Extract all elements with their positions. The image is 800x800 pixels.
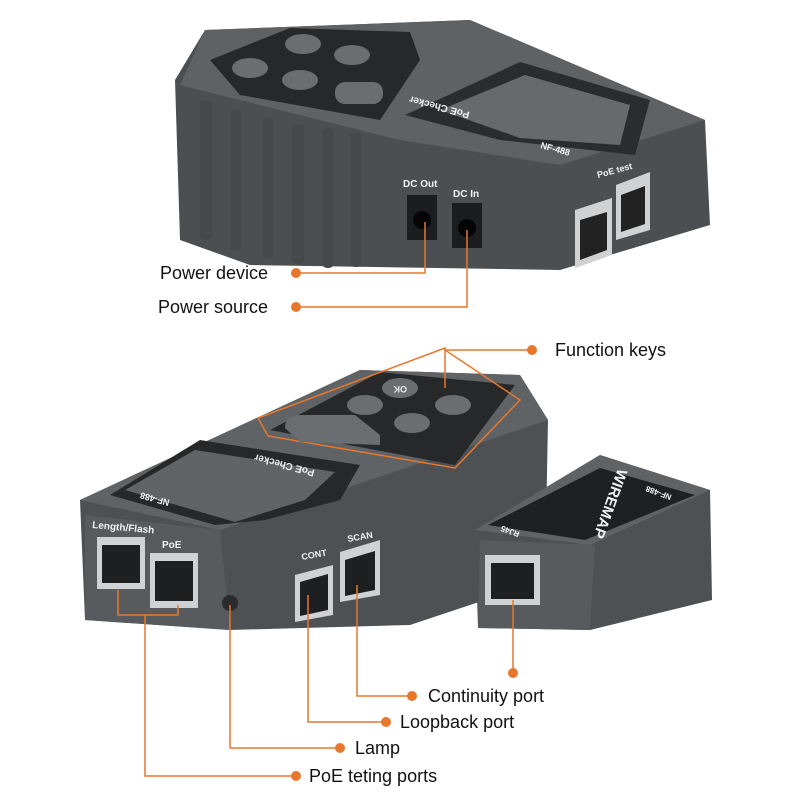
key-back[interactable]: [285, 34, 321, 54]
cont-label: CONT: [301, 548, 328, 562]
remote-label-panel: [488, 468, 695, 540]
key-ok[interactable]: [232, 58, 268, 78]
callout-lines: [117, 222, 532, 777]
lamp: [222, 595, 238, 611]
bottom-device: OK NF-488 PoE Checker Length/Flash PoE C…: [80, 346, 548, 630]
scan-label: SCAN: [347, 530, 374, 544]
key-ok-label: OK: [393, 384, 407, 394]
callout-power-source: Power source: [158, 297, 269, 317]
function-keys-highlight: [256, 346, 522, 469]
callout-power-device: Power device: [160, 263, 269, 283]
key-up[interactable]: [334, 45, 370, 65]
key-down[interactable]: [394, 413, 430, 433]
bottom-screen: [125, 450, 335, 522]
callout-lamp: Lamp: [355, 738, 401, 758]
key-down[interactable]: [282, 70, 318, 90]
callout-loopback-port: Loopback port: [400, 712, 515, 732]
callout-function-keys: Function keys: [555, 340, 667, 360]
callout-poe-ports: PoE teting ports: [309, 766, 438, 786]
key-left[interactable]: [347, 395, 383, 415]
dc-out-label: DC Out: [403, 179, 438, 190]
top-device: NF-488 PoE Checker DC Out DC In PoE test: [175, 20, 710, 270]
top-screen: [440, 75, 630, 145]
key-power[interactable]: [335, 82, 383, 104]
key-ok[interactable]: [382, 378, 418, 398]
length-flash-label: Length/Flash: [92, 520, 155, 536]
poe-label: PoE: [162, 540, 182, 551]
dc-in-label: DC In: [453, 189, 479, 200]
remote-unit: WIREMAP NF-488 RJ45: [475, 455, 712, 630]
key-power-light[interactable]: [285, 415, 380, 445]
key-back[interactable]: [435, 395, 471, 415]
callout-continuity-port: Continuity port: [428, 686, 545, 706]
callout-dots: [291, 268, 537, 781]
